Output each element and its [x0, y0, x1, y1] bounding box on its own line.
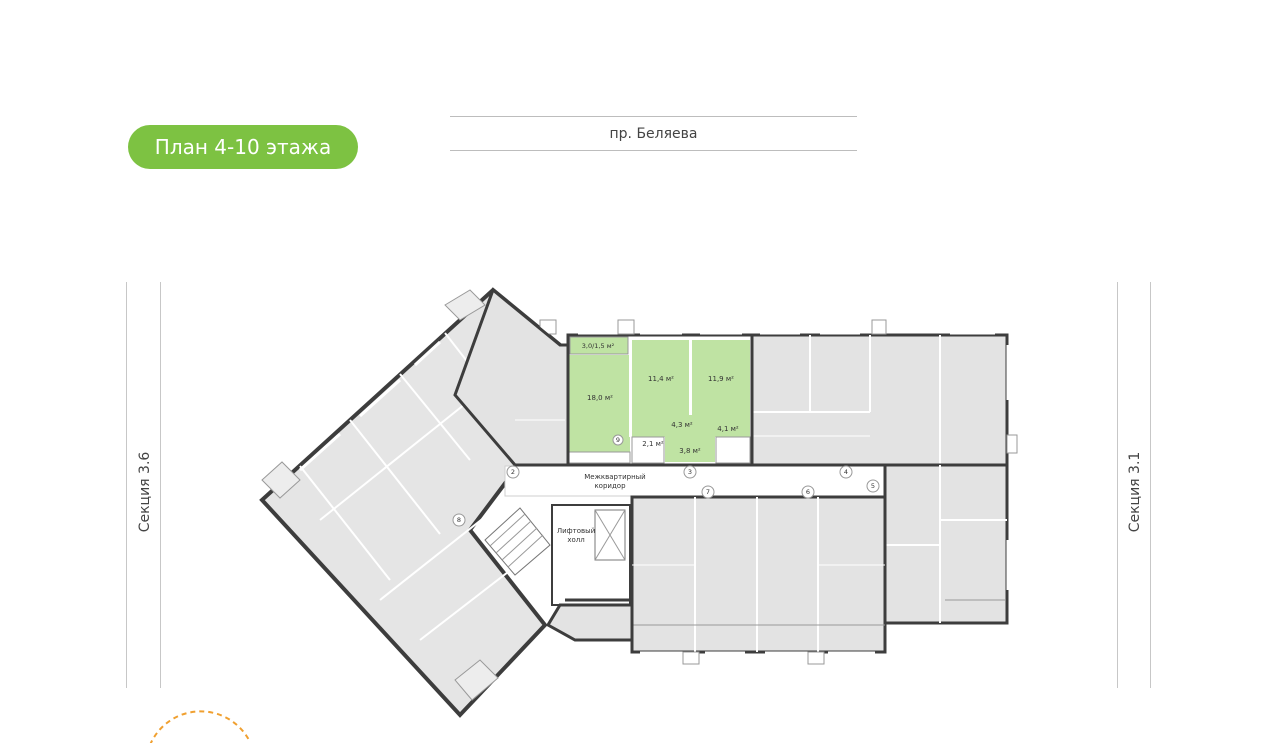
- bottom-row-apartments: [545, 495, 887, 665]
- room-area-bathroom: 4,1 м²: [717, 425, 739, 433]
- room-area-entry: 3,8 м²: [679, 447, 701, 455]
- door-number: 4: [844, 468, 848, 476]
- room-bedroom-1[interactable]: [632, 340, 690, 415]
- door-markers: 2 3 4 5 6 7 8 9: [452, 434, 880, 527]
- room-entry[interactable]: [665, 437, 715, 462]
- room-area-bedroom-2: 11,9 м²: [708, 375, 734, 383]
- room-bathroom[interactable]: [715, 436, 751, 464]
- room-bedroom-2[interactable]: [692, 340, 750, 415]
- door-number: 7: [706, 488, 710, 496]
- left-boundary-line-inner: [160, 282, 161, 688]
- compass-arc-icon: [149, 710, 251, 743]
- lift-hall-label-line1: Лифтовый: [557, 527, 595, 535]
- room-hallway[interactable]: [632, 415, 750, 437]
- corridor-label-line2: коридор: [594, 482, 626, 490]
- upper-left-apartment: [453, 287, 570, 467]
- elevator-icon: [594, 509, 626, 561]
- right-boundary-line-outer: [1150, 282, 1151, 688]
- corridor-label-line1: Межквартирный: [584, 473, 645, 481]
- selected-apartment[interactable]: 3,0/1,5 м² 18,0 м² 11,4 м² 11,9 м² 4,3 м…: [539, 319, 754, 467]
- balcony-room[interactable]: [569, 336, 629, 355]
- door-number: 5: [871, 482, 875, 490]
- room-area-living: 18,0 м²: [587, 394, 613, 402]
- door-number: 2: [511, 468, 515, 476]
- room-area-bedroom-1: 11,4 м²: [648, 375, 674, 383]
- left-boundary-line-outer: [126, 282, 127, 688]
- door-number: 9: [616, 436, 620, 444]
- staircase-icon: [484, 507, 551, 576]
- street-divider-bottom: [450, 150, 857, 151]
- door-number: 3: [688, 468, 692, 476]
- door-number: 6: [806, 488, 810, 496]
- room-area-hallway: 4,3 м²: [671, 421, 693, 429]
- door-number: 8: [457, 516, 461, 524]
- room-area-balcony: 3,0/1,5 м²: [582, 342, 615, 350]
- street-label: пр. Беляева: [609, 126, 698, 142]
- right-boundary-line-inner: [1117, 282, 1118, 688]
- lift-hall-label-line2: холл: [567, 536, 584, 544]
- room-area-wc: 2,1 м²: [642, 440, 664, 448]
- floor-plan-badge[interactable]: План 4-10 этажа: [128, 125, 358, 169]
- room-wc[interactable]: [631, 436, 665, 464]
- right-wing: [883, 345, 1018, 625]
- street-divider-top: [450, 116, 857, 117]
- top-row-apartments: [750, 319, 1009, 467]
- kitchen-counter: [566, 451, 631, 464]
- central-core: [504, 465, 886, 606]
